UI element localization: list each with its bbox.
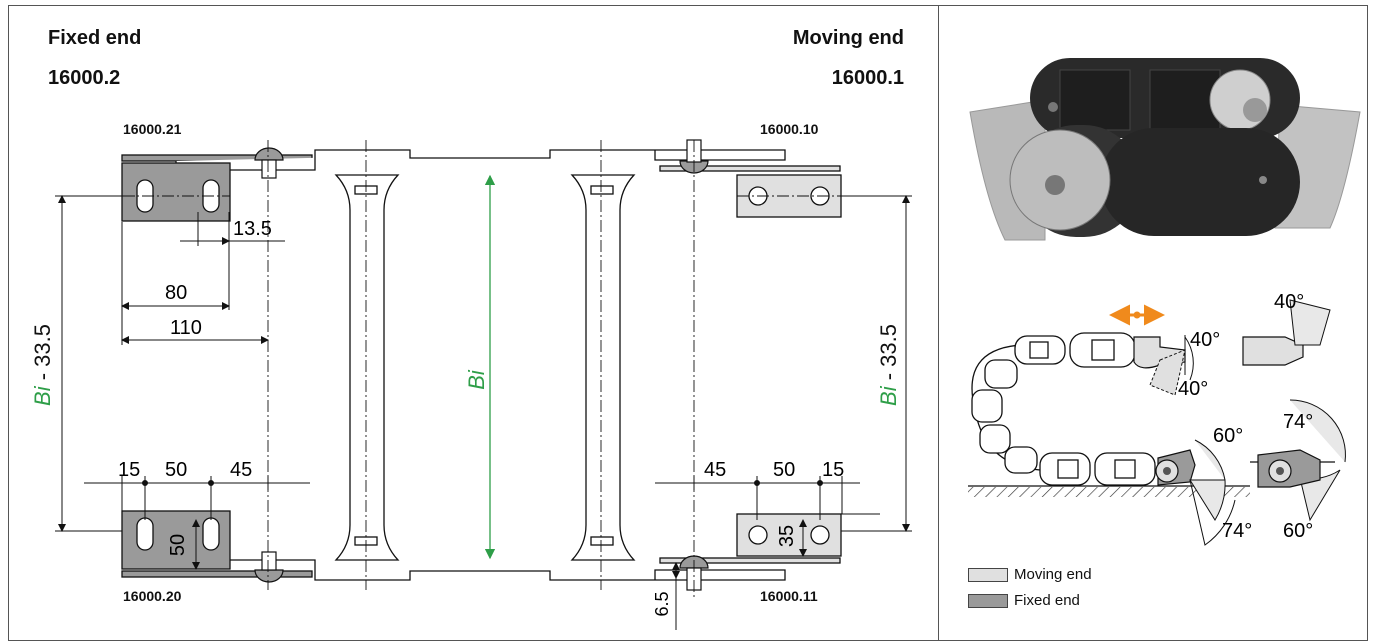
bottom-left-dimensions <box>84 476 310 570</box>
angle-60-bottom: 60° <box>1283 520 1313 542</box>
bottom-rail <box>121 557 841 581</box>
bi-left-label: Bi - 33.5 <box>30 324 55 406</box>
part-bottom-left: 16000.20 <box>123 588 182 604</box>
angle-74-bottom: 74° <box>1222 520 1252 542</box>
dim-6-5: 6.5 <box>652 591 672 616</box>
bi-right-label: Bi - 33.5 <box>876 324 901 406</box>
bottom-right-dimensions <box>655 476 880 630</box>
bi-left-dimension <box>55 195 135 532</box>
part-top-left: 16000.21 <box>123 121 182 137</box>
angle-40-low: 40° <box>1178 378 1208 400</box>
legend-swatch-moving <box>968 567 1008 582</box>
part-bottom-right: 16000.11 <box>760 588 818 604</box>
product-photo <box>969 58 1361 241</box>
dim-50-vertical: 50 <box>167 534 189 556</box>
moving-end-part-number: 16000.1 <box>831 67 904 89</box>
chain-diagram <box>968 299 1346 546</box>
legend-fixed-end: Fixed end <box>968 592 1080 609</box>
crossbars <box>334 174 636 561</box>
dim-80: 80 <box>165 282 187 304</box>
bracket-bottom-left <box>121 510 231 570</box>
top-rail <box>121 149 841 172</box>
angle-60-left: 60° <box>1213 425 1243 447</box>
angle-40-mid: 40° <box>1190 329 1220 351</box>
angle-74-right: 74° <box>1283 411 1313 433</box>
legend-label-fixed: Fixed end <box>1014 592 1080 609</box>
angle-40-top: 40° <box>1274 291 1304 313</box>
legend-moving-end: Moving end <box>968 566 1092 583</box>
dim-bl-50: 50 <box>165 459 187 481</box>
part-top-right: 16000.10 <box>760 121 819 137</box>
center-lines <box>122 140 841 600</box>
dim-br-45: 45 <box>704 459 726 481</box>
dim-35-vertical: 35 <box>776 525 798 547</box>
dim-br-50: 50 <box>773 459 795 481</box>
fixed-end-title: Fixed end <box>48 27 142 49</box>
dim-13-5: 13.5 <box>233 218 272 240</box>
dim-bl-15: 15 <box>118 459 140 481</box>
fixed-end-part-number: 16000.2 <box>48 67 121 89</box>
bi-center-label: Bi <box>464 369 489 390</box>
bracket-top-left <box>121 162 231 222</box>
dim-br-15: 15 <box>822 459 844 481</box>
legend-label-moving: Moving end <box>1014 566 1092 583</box>
moving-end-title: Moving end <box>792 27 904 49</box>
rivets <box>254 139 709 591</box>
top-left-dimensions <box>121 212 285 345</box>
dim-bl-45: 45 <box>230 459 252 481</box>
dim-110: 110 <box>170 317 202 339</box>
bi-right-dimension <box>841 195 912 532</box>
bracket-bottom-right <box>736 513 842 557</box>
legend-swatch-fixed <box>968 593 1008 608</box>
